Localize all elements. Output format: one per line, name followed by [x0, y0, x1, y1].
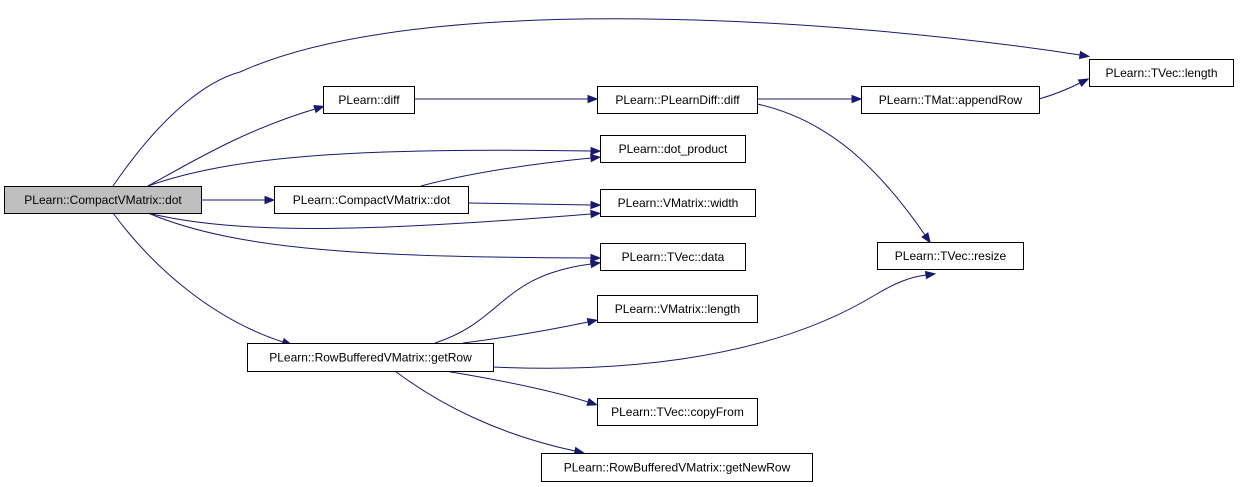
node-box [597, 398, 758, 426]
edge-root-to-tveclength [112, 18, 1091, 187]
node-tveclength[interactable]: PLearn::TVec::length [1089, 59, 1234, 87]
edge-line [492, 274, 927, 369]
edge-line [112, 212, 284, 343]
edge-line [112, 18, 1081, 187]
node-box [597, 86, 758, 114]
node-label: PLearn::diff [338, 93, 400, 107]
node-box [323, 86, 415, 114]
node-label: PLearn::VMatrix::length [615, 302, 740, 316]
node-box [1089, 59, 1234, 87]
node-getnewrow[interactable]: PLearn::RowBufferedVMatrix::getNewRow [541, 453, 813, 482]
arrowhead-icon [586, 317, 599, 327]
edge-line [394, 370, 576, 452]
edge-getrow-to-tvecresize [492, 270, 937, 369]
node-plearndiff[interactable]: PLearn::PLearnDiff::diff [597, 86, 758, 114]
edge-root-to-getrow [112, 212, 293, 346]
arrowhead-icon [590, 209, 602, 219]
node-diff[interactable]: PLearn::diff [323, 86, 415, 114]
edge-getrow-to-vlength [462, 317, 599, 344]
node-box [4, 186, 202, 214]
edge-line [467, 202, 592, 206]
edge-line [420, 157, 592, 187]
node-tvecresize[interactable]: PLearn::TVec::resize [877, 242, 1024, 270]
node-getrow[interactable]: PLearn::RowBufferedVMatrix::getRow [247, 343, 494, 372]
node-cvdot[interactable]: PLearn::CompactVMatrix::dot [274, 186, 469, 214]
arrowhead-icon [313, 105, 325, 114]
node-label: PLearn::RowBufferedVMatrix::getRow [269, 351, 472, 365]
edge-line [462, 321, 589, 344]
arrowhead-icon [590, 200, 602, 210]
edge-root-to-dotproduct [147, 146, 602, 187]
arrowhead-icon [587, 94, 599, 104]
edge-root-to-cvdot [201, 195, 276, 205]
node-root[interactable]: PLearn::CompactVMatrix::dot [4, 186, 202, 214]
edge-root-to-tvecdata [147, 212, 602, 263]
node-box [274, 186, 469, 214]
arrowhead-icon [851, 94, 863, 104]
edge-appendrow-to-tveclength [1038, 78, 1090, 100]
node-label: PLearn::TMat::appendRow [879, 93, 1023, 107]
node-appendrow[interactable]: PLearn::TMat::appendRow [861, 86, 1040, 114]
node-copyfrom[interactable]: PLearn::TVec::copyFrom [597, 398, 758, 426]
arrowhead-icon [590, 153, 602, 163]
edge-plearndiff-to-appendrow [757, 94, 863, 104]
node-label: PLearn::TVec::resize [895, 249, 1007, 263]
node-label: PLearn::TVec::copyFrom [611, 405, 744, 419]
arrowhead-icon [590, 146, 602, 156]
node-box [247, 343, 494, 372]
node-label: PLearn::dot_product [619, 142, 728, 156]
edge-diff-to-plearndiff [414, 94, 599, 104]
edge-cvdot-to-dotproduct [420, 153, 602, 187]
arrowhead-icon [264, 195, 276, 205]
node-box [877, 242, 1024, 270]
edge-line [147, 212, 592, 259]
node-label: PLearn::CompactVMatrix::dot [293, 193, 451, 207]
edge-getrow-to-getnewrow [394, 370, 586, 456]
edge-getrow-to-copyfrom [444, 370, 598, 406]
edge-line [434, 263, 592, 344]
edge-line [1038, 82, 1081, 100]
arrowhead-icon [586, 397, 598, 406]
edges [112, 18, 1091, 456]
edge-plearndiff-to-tvecresize [756, 103, 931, 244]
edge-line [147, 212, 592, 230]
edge-line [147, 108, 316, 187]
arrowhead-icon [589, 259, 602, 269]
node-vwidth[interactable]: PLearn::VMatrix::width [600, 189, 756, 217]
edge-cvdot-to-vwidth [467, 200, 602, 210]
node-label: PLearn::TVec::length [1105, 66, 1217, 80]
node-label: PLearn::VMatrix::width [618, 196, 739, 210]
edge-root-to-diff [147, 105, 325, 187]
node-label: PLearn::PLearnDiff::diff [615, 93, 740, 107]
node-tvecdata[interactable]: PLearn::TVec::data [600, 243, 746, 271]
node-box [600, 189, 756, 217]
edge-line [444, 370, 589, 403]
edge-line [147, 149, 592, 187]
node-box [861, 86, 1040, 114]
node-box [600, 135, 746, 163]
node-label: PLearn::TVec::data [622, 250, 725, 264]
arrowhead-icon [1077, 78, 1090, 87]
edge-root-to-vwidth [147, 209, 602, 230]
node-dotproduct[interactable]: PLearn::dot_product [600, 135, 746, 163]
arrowhead-icon [924, 270, 937, 280]
edge-getrow-to-tvecdata [434, 259, 602, 344]
node-label: PLearn::CompactVMatrix::dot [24, 193, 182, 207]
edge-line [756, 103, 926, 236]
arrowhead-icon [1078, 50, 1091, 60]
node-box [597, 295, 758, 323]
arrowhead-icon [590, 253, 602, 263]
node-box [600, 243, 746, 271]
node-label: PLearn::RowBufferedVMatrix::getNewRow [564, 461, 791, 475]
arrowhead-icon [921, 232, 931, 244]
node-box [541, 453, 813, 482]
node-vlength[interactable]: PLearn::VMatrix::length [597, 295, 758, 323]
